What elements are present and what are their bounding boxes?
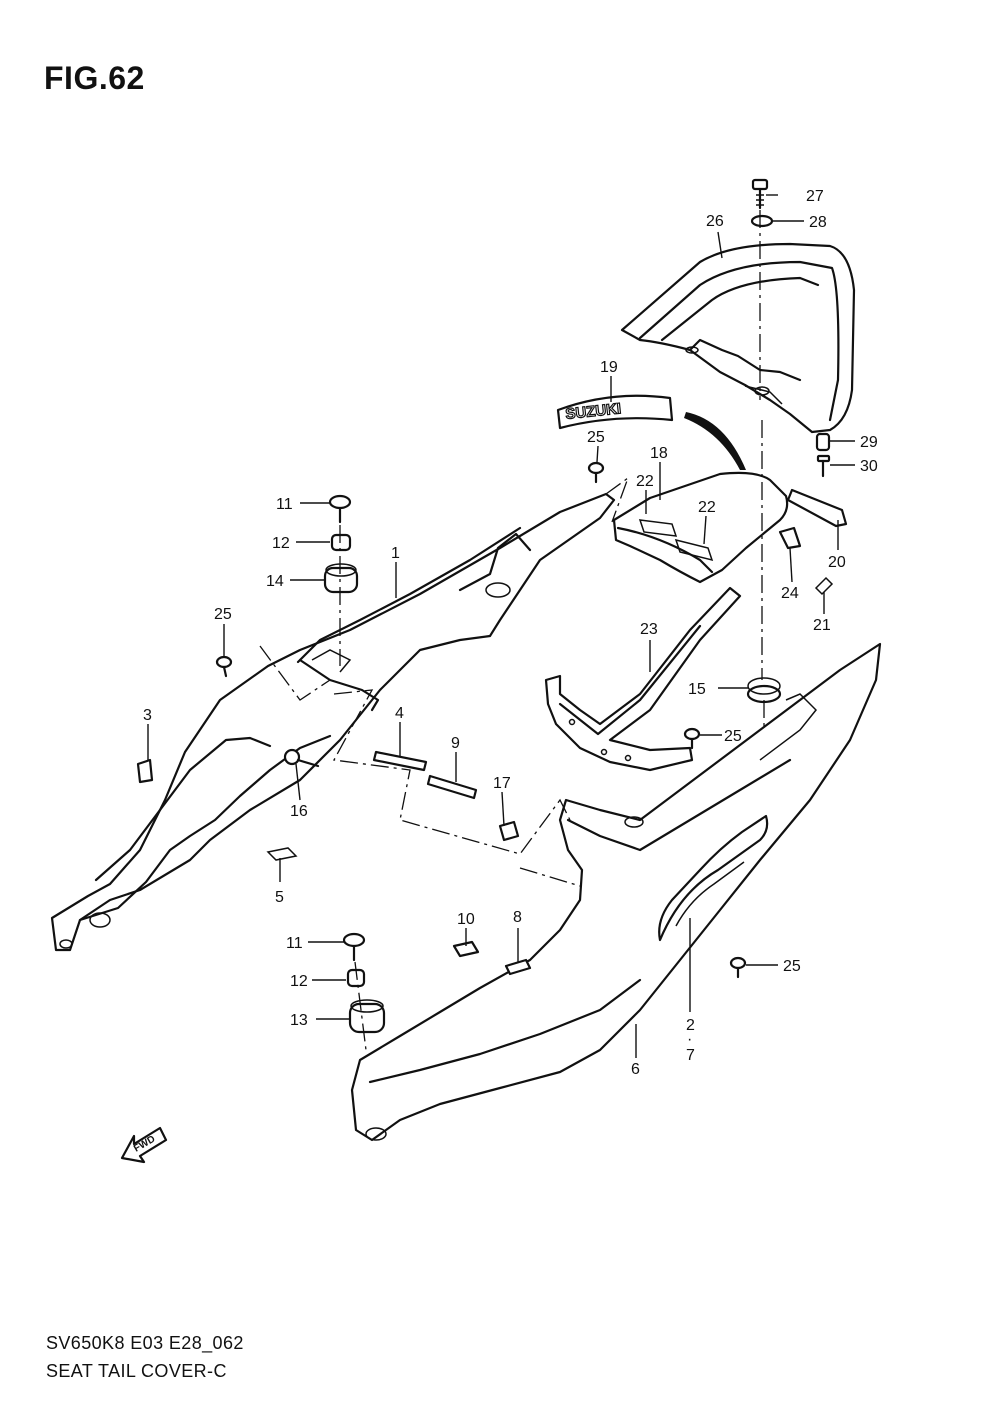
callout-29: 29: [860, 434, 878, 451]
callout-23: 23: [640, 621, 658, 638]
callout-25-mid: 25: [724, 728, 742, 745]
callout-21: 21: [813, 617, 831, 634]
callout-4: 4: [395, 705, 404, 722]
strip-part-9: [426, 774, 478, 800]
callout-28: 28: [809, 214, 827, 231]
suzuki-emblem-part-19: SUZUKI: [556, 394, 674, 430]
screw-part-11-upper: [328, 494, 352, 524]
bolt-part-16: [283, 748, 320, 768]
callout-15: 15: [688, 681, 706, 698]
callout-18: 18: [650, 445, 668, 462]
rear-tail-cover-part-18: [612, 471, 789, 584]
callout-17: 17: [493, 775, 511, 792]
right-seat-tail-cover-part-6: [350, 642, 882, 1142]
callout-11-lower: 11: [286, 935, 303, 952]
callout-labels: 27 28 26 19 29 30 25 18 22 22 20 24 21 2…: [143, 188, 878, 1078]
callout-11-upper: 11: [276, 496, 293, 513]
callout-10: 10: [457, 911, 475, 928]
nut-part-17: [498, 820, 520, 842]
washer-part-28: [750, 214, 774, 228]
decal-arc: [684, 412, 746, 470]
tape-part-21: [814, 576, 834, 596]
trim-clip-part-25-top: [587, 461, 605, 484]
grommet-part-14: [323, 563, 359, 594]
callout-12-lower: 12: [290, 973, 308, 990]
callout-3: 3: [143, 707, 152, 724]
callout-22-right: 22: [698, 499, 716, 516]
callout-14: 14: [266, 573, 284, 590]
figure-name: SEAT TAIL COVER-C: [46, 1361, 227, 1381]
callout-1: 1: [391, 545, 400, 562]
callout-22-left: 22: [636, 473, 654, 490]
rear-brace-part-23: [544, 586, 742, 772]
tape-part-8: [504, 958, 532, 976]
trim-clip-part-25-mid: [683, 727, 701, 750]
callout-12-upper: 12: [272, 535, 290, 552]
callout-27: 27: [806, 188, 824, 205]
trim-clip-part-25-right: [729, 956, 747, 979]
screw-part-30: [816, 454, 831, 478]
forward-direction-arrow: FWD: [120, 1126, 168, 1164]
pad-part-20: [786, 488, 848, 528]
callout-19: 19: [600, 359, 618, 376]
callout-7: 7: [686, 1047, 695, 1064]
tape-part-5: [266, 847, 298, 861]
trim-clip-part-25-left: [215, 655, 233, 678]
callout-20: 20: [828, 554, 846, 571]
figure-code: SV650K8 E03 E28_062: [46, 1333, 244, 1353]
bolt-part-27: [751, 178, 769, 210]
callout-2: 2: [686, 1017, 695, 1034]
callout-25-left: 25: [214, 606, 232, 623]
callout-25-top: 25: [587, 429, 605, 446]
collar-part-12-upper: [330, 533, 352, 552]
callout-26: 26: [706, 213, 724, 230]
grommet-part-13: [348, 999, 386, 1034]
callout-2-7-separator: ·: [687, 1031, 692, 1048]
grommet-part-15: [746, 677, 782, 704]
leader-lines: [147, 194, 855, 1058]
callout-9: 9: [451, 735, 460, 752]
figure-title: FIG.62: [44, 60, 145, 96]
left-seat-tail-cover-part-1: [50, 492, 616, 952]
collar-part-29: [815, 432, 831, 452]
strip-part-4: [372, 750, 428, 772]
callout-16: 16: [290, 803, 308, 820]
grab-handle-part-26: [620, 242, 856, 434]
assembly-lines: [259, 210, 765, 1051]
callout-13: 13: [290, 1012, 308, 1029]
suzuki-emblem-text: SUZUKI: [565, 400, 622, 423]
tape-part-3: [136, 758, 154, 784]
callout-25-right: 25: [783, 958, 801, 975]
callout-24: 24: [781, 585, 799, 602]
callout-5: 5: [275, 889, 284, 906]
callout-6: 6: [631, 1061, 640, 1078]
callout-8: 8: [513, 909, 522, 926]
screw-part-11-lower: [342, 932, 366, 962]
clip-part-24: [778, 526, 802, 550]
callout-30: 30: [860, 458, 878, 475]
